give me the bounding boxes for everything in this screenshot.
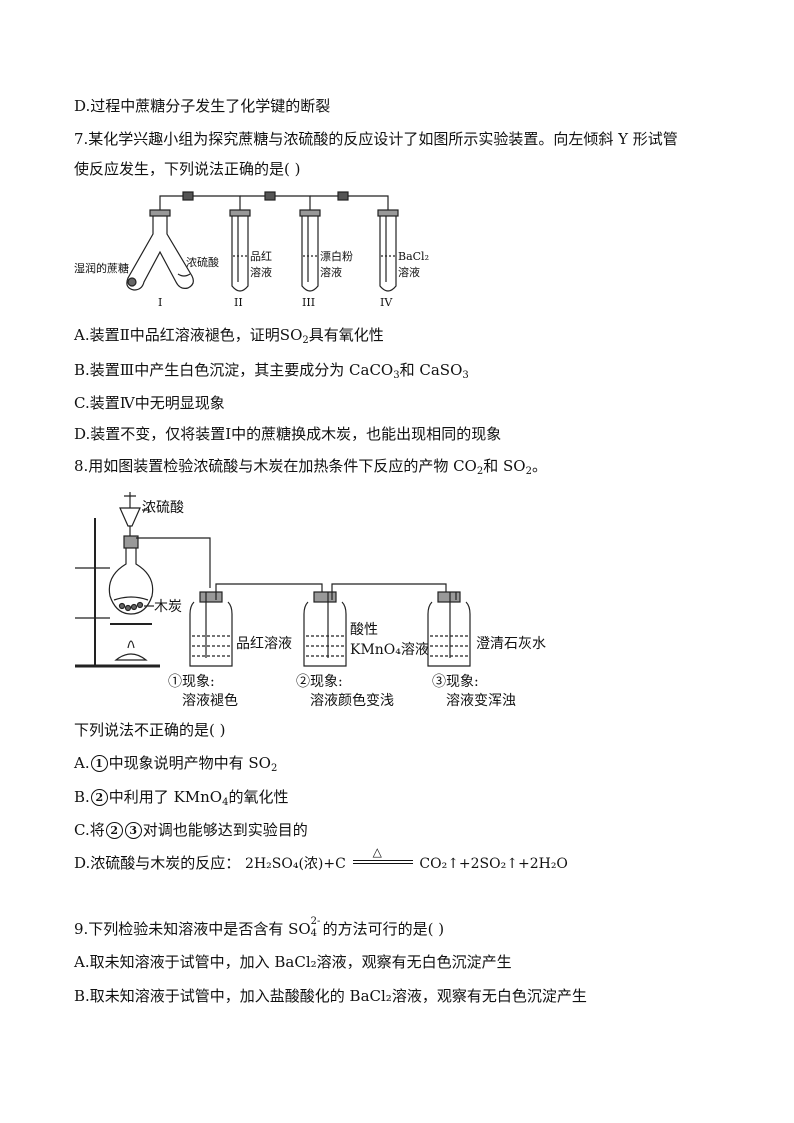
label-charcoal: 木炭 xyxy=(154,599,182,615)
equation-arrow: △ xyxy=(351,845,415,872)
heat-symbol: △ xyxy=(372,845,382,859)
label-kmno4-solution: KMnO₄溶液 xyxy=(350,642,429,658)
question-8-prompt: 下列说法不正确的是( ) xyxy=(74,721,226,739)
rubber-connector xyxy=(337,191,349,201)
roman-1: I xyxy=(158,296,162,309)
option-9b: B.取未知溶液于试管中，加入盐酸酸化的 BaCl₂溶液，观察有无白色沉淀产生 xyxy=(74,987,587,1005)
observation-2-text: 溶液颜色变浅 xyxy=(310,692,394,709)
roman-3: III xyxy=(302,296,315,309)
option-7d: D.装置不变，仅将装置Ⅰ中的蔗糖换成木炭，也能出现相同的现象 xyxy=(74,425,502,443)
option-7b: B.装置Ⅲ中产生白色沉淀，其主要成分为 CaCO3和 CaSO3 xyxy=(74,361,469,381)
option-7a: A.装置Ⅱ中品红溶液褪色，证明SO2具有氧化性 xyxy=(74,326,384,346)
label-conc-acid: 浓硫酸 xyxy=(186,255,219,269)
label-fuchsin-1: 品红 xyxy=(250,250,272,263)
label-acidic: 酸性 xyxy=(350,622,378,638)
roman-4: IV xyxy=(380,296,393,309)
observation-3-title: ③现象: xyxy=(432,674,479,690)
option-8d: D.浓硫酸与木炭的反应： 2H₂SO₄(浓)+C △ CO₂↑+2SO₂↑+2H… xyxy=(74,845,568,876)
question-7-line1: 7.某化学兴趣小组为探究蔗糖与浓硫酸的反应设计了如图所示实验装置。向左倾斜 Y … xyxy=(74,130,678,148)
observation-1-text: 溶液褪色 xyxy=(182,692,238,709)
observation-3-text: 溶液变浑浊 xyxy=(446,693,516,709)
label-bleach-1: 漂白粉 xyxy=(320,249,353,263)
label-bacl2-1: BaCl₂ xyxy=(398,250,429,263)
label-bleach-2: 溶液 xyxy=(320,265,342,279)
label-fuchsin-solution: 品红溶液 xyxy=(236,636,292,652)
label-sucrose: 湿润的蔗糖 xyxy=(74,261,129,275)
figure-sucrose-apparatus: 湿润的蔗糖 浓硫酸 品红 溶液 漂白粉 溶液 BaCl₂ 溶液 I II III… xyxy=(74,191,429,309)
roman-2: II xyxy=(234,296,243,309)
label-conc-acid-2: 浓硫酸 xyxy=(142,500,184,516)
figure-carbon-apparatus: 浓硫酸 木炭 品红溶液 酸性 KMnO₄溶液 澄清石灰水 ①现象: 溶液褪色 ②… xyxy=(75,492,546,709)
label-fuchsin-2: 溶液 xyxy=(250,265,272,279)
rubber-connector xyxy=(182,191,194,201)
question-7-line2: 使反应发生，下列说法正确的是( ) xyxy=(74,160,301,178)
observation-1-title: ①现象: xyxy=(168,674,215,690)
question-8: 8.用如图装置检验浓硫酸与木炭在加热条件下反应的产物 CO2和 SO2。 xyxy=(74,457,547,477)
equation-lhs: 2H₂SO₄(浓)+C xyxy=(245,856,346,872)
option-9a: A.取未知溶液于试管中，加入 BaCl₂溶液，观察有无白色沉淀产生 xyxy=(74,953,512,971)
option-7d-prev: D.过程中蔗糖分子发生了化学键的断裂 xyxy=(74,97,331,115)
observation-2-title: ②现象: xyxy=(296,674,343,690)
option-7c: C.装置Ⅳ中无明显现象 xyxy=(74,394,225,412)
equation-rhs: CO₂↑+2SO₂↑+2H₂O xyxy=(419,856,568,872)
rubber-connector xyxy=(264,191,276,201)
label-bacl2-2: 溶液 xyxy=(398,265,420,279)
label-limewater: 澄清石灰水 xyxy=(476,636,546,652)
